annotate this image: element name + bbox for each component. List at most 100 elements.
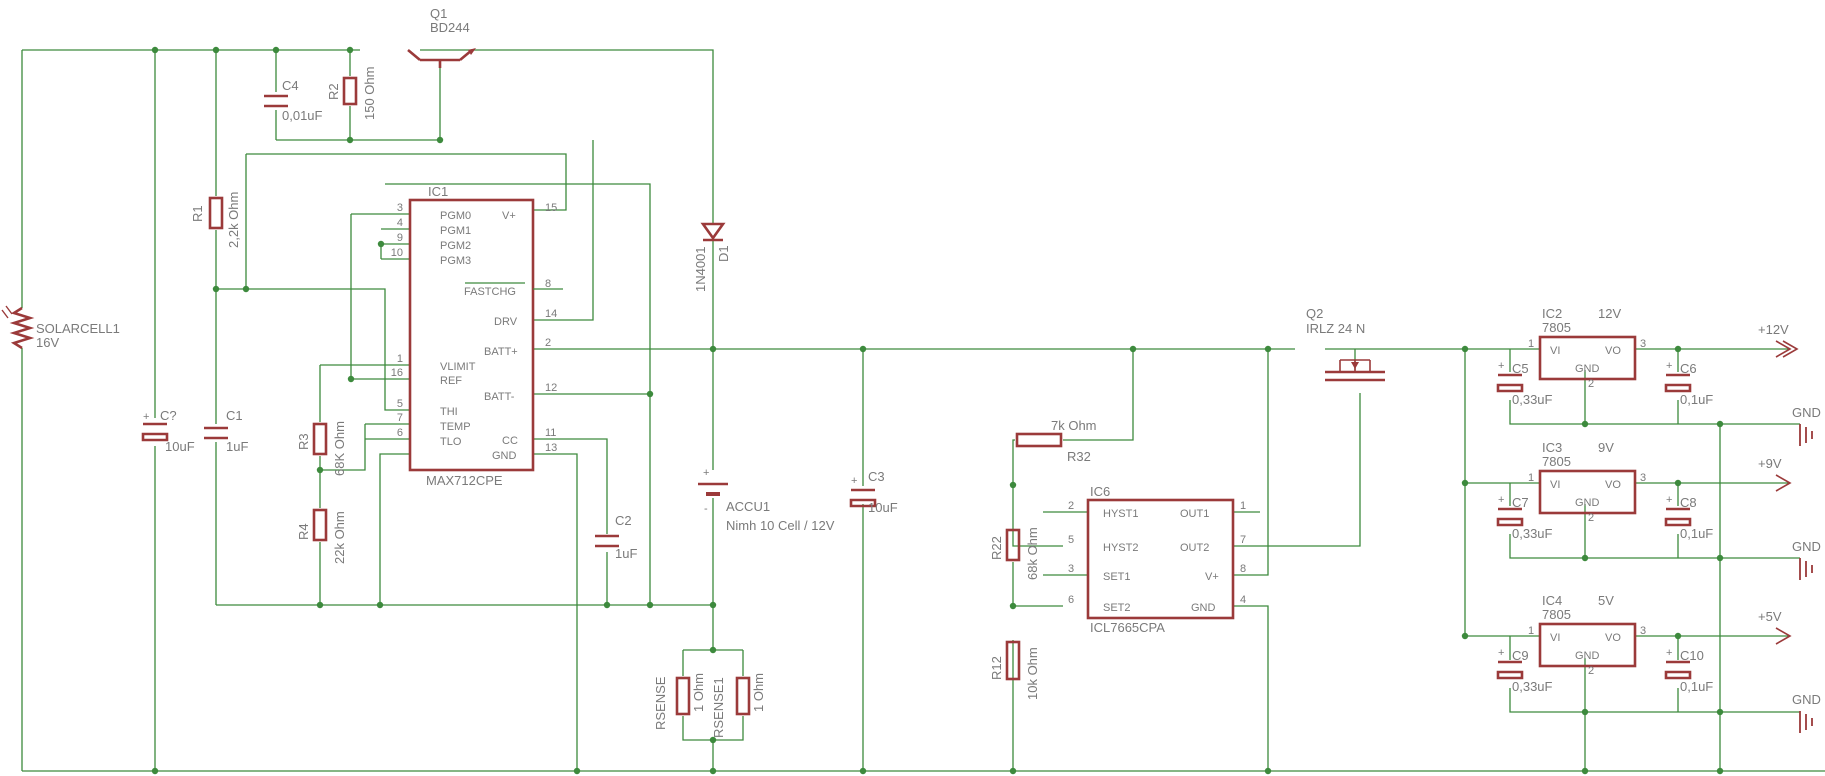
resistor-r2[interactable]: R2 150 Ohm [326,67,377,120]
rail-label: +12V [1758,322,1789,337]
regulator-pin-gnd: 2 [1588,665,1594,677]
resistor-r22[interactable]: R22 68k Ohm [989,527,1040,580]
r12-value: 10k Ohm [1025,647,1040,700]
capacitor-in-name: C9 [1512,648,1529,663]
r12-name: R12 [989,656,1004,680]
ic1-value: MAX712CPE [426,473,503,488]
rail-arrow-icon [1782,340,1799,358]
capacitor-out-name: C10 [1680,648,1704,663]
capacitor-in-name: C5 [1512,361,1529,376]
c-in-value: 10uF [165,439,195,454]
r3-name: R3 [296,433,311,450]
ic1-pin-label: PGM3 [440,255,471,267]
ground-label: GND [1792,405,1821,420]
resistor-r12[interactable]: R12 10k Ohm [989,640,1040,700]
capacitor-out-name: C8 [1680,495,1697,510]
ic1-pin-label: BATT- [484,391,515,403]
ic1-pin-label: BATT+ [484,346,518,358]
transistor-q1[interactable]: Q1 BD244 [407,6,476,68]
ic1-pin-num: 1 [397,353,403,365]
ic1-pin-num: 9 [397,232,403,244]
q2-name: Q2 [1306,306,1323,321]
ground-icon [1799,424,1813,446]
capacitor-in-name: C7 [1512,495,1529,510]
rail-arrow-icon [1775,474,1792,492]
mosfet-q2[interactable]: Q2 IRLZ 24 N [1306,306,1385,382]
ic6-pin-num: 7 [1240,534,1246,546]
regulator-name: IC3 [1542,440,1562,455]
ic6-pin-label: SET2 [1103,602,1131,614]
capacitor-c4[interactable]: C4 0,01uF [264,78,323,123]
c-in-name: C? [160,408,177,423]
ic6-pin-label: SET1 [1103,571,1131,583]
accu-name: ACCU1 [726,499,770,514]
ic6-pin-num: 1 [1240,500,1246,512]
ic6-name: IC6 [1090,484,1110,499]
ic1-pin-num: 15 [545,202,557,214]
ic6-pin-label: HYST2 [1103,542,1138,554]
ic6-pin-label: OUT1 [1180,508,1209,520]
ic1-pin-num: 4 [397,217,403,229]
capacitor-c3[interactable]: + C3 10uF [849,469,898,515]
r4-name: R4 [296,523,311,540]
resistor-r3[interactable]: R3 68K Ohm [296,421,347,476]
ic6-icl7665[interactable]: IC6 ICL7665CPA 2 HYST1 5 HYST2 3 SET1 6 … [1068,484,1246,635]
regulator-vo-label: VO [1605,345,1621,357]
q1-value: BD244 [430,20,470,35]
rail-arrow-icon [1775,340,1792,358]
r22-value: 68k Ohm [1025,527,1040,580]
capacitor-in [1496,507,1524,527]
ic1-pin-label: THI [440,406,458,418]
rail-label: +9V [1758,456,1782,471]
regulator-name: IC2 [1542,306,1562,321]
r4-value: 22k Ohm [332,511,347,564]
regulator-part: 7805 [1542,320,1571,335]
ic6-pin-num: 5 [1068,534,1074,546]
capacitor-out-name: C6 [1680,361,1697,376]
ic1-pin-num: 8 [545,278,551,290]
c3-name: C3 [868,469,885,484]
resistor-rsense[interactable]: RSENSE 1 Ohm [653,673,706,730]
capacitor-out-plus: + [1666,360,1672,372]
battery-accu1[interactable]: + - ACCU1 Nimh 10 Cell / 12V [698,467,835,533]
resistor-r32[interactable]: 7k Ohm R32 [1015,418,1097,464]
capacitor-out-plus: + [1666,494,1672,506]
capacitor-out-value: 0,1uF [1680,679,1713,694]
ic6-value: ICL7665CPA [1090,620,1165,635]
r32-value: 7k Ohm [1051,418,1097,433]
ic6-pin-label: HYST1 [1103,508,1138,520]
resistor-r1[interactable]: R1 2,2k Ohm [190,192,241,248]
ic1-pin-label: PGM0 [440,210,471,222]
solar-cell-value: 16V [36,335,59,350]
ic1-pin-num: 3 [397,202,403,214]
capacitor-c-in[interactable]: + C? 10uF [141,408,195,454]
resistor-rsense1[interactable]: RSENSE1 1 Ohm [711,673,766,738]
diode-d1[interactable]: D1 1N4001 [693,222,731,292]
rail-label: +5V [1758,609,1782,624]
ic1-pin-num: 6 [397,427,403,439]
ic1-name: IC1 [428,184,448,199]
r3-value: 68K Ohm [332,421,347,476]
r22-name: R22 [989,536,1004,560]
ic1-pin-num: 12 [545,382,557,394]
regulator-pin-out: 3 [1640,472,1646,484]
junctions [151,46,1724,775]
capacitor-out [1664,373,1692,393]
ic1-max712[interactable]: IC1 MAX712CPE 3 PGM0 4 PGM1 9 PGM2 10 PG… [391,184,563,488]
regulator-vi-label: VI [1550,479,1560,491]
resistor-r4[interactable]: R4 22k Ohm [296,508,347,564]
ic6-pin-num: 2 [1068,500,1074,512]
capacitor-c1[interactable]: C1 1uF [204,408,248,454]
solar-cell[interactable]: SOLARCELL1 16V [1,305,120,350]
capacitor-out-value: 0,1uF [1680,392,1713,407]
ic1-pin-num: 11 [545,427,556,439]
wires [21,49,1825,772]
capacitor-c2[interactable]: C2 1uF [595,513,637,561]
ic6-pin-label: OUT2 [1180,542,1209,554]
ic6-pin-num: 4 [1240,594,1246,606]
regulator-pin-out: 3 [1640,625,1646,637]
r2-name: R2 [326,83,341,100]
